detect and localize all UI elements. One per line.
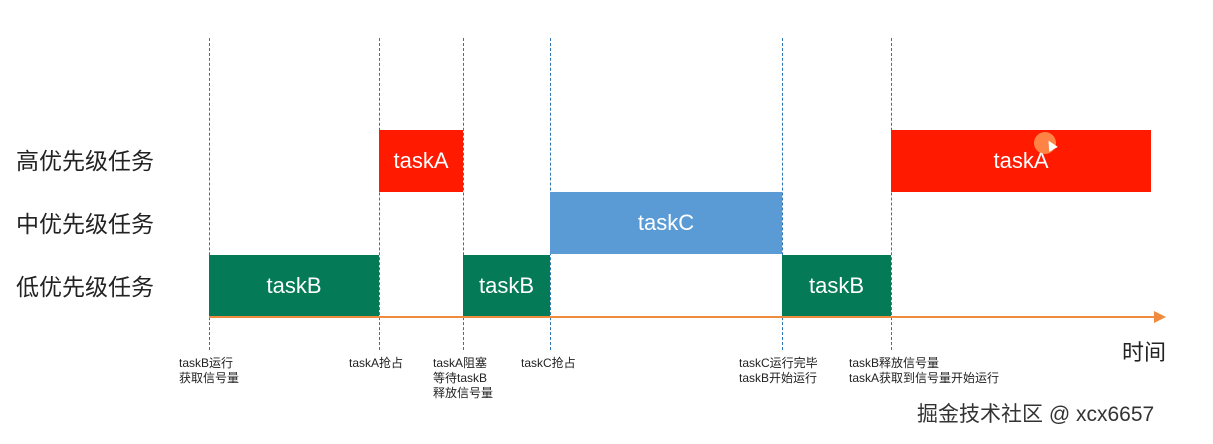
time-axis-label: 时间 bbox=[1122, 340, 1167, 365]
event-annotation: taskB运行 获取信号量 bbox=[179, 356, 239, 386]
event-text: 等待taskB bbox=[433, 371, 488, 385]
task-bar-label: taskA bbox=[393, 148, 449, 173]
event-text: taskB运行 bbox=[179, 356, 234, 370]
task-bar-low-3: taskB bbox=[782, 255, 891, 317]
task-bar-low-2: taskB bbox=[463, 255, 550, 317]
task-bar-label: taskB bbox=[478, 273, 535, 298]
event-text: taskA阻塞 bbox=[433, 356, 488, 370]
time-axis-arrow-icon bbox=[1154, 311, 1166, 323]
event-guide-line bbox=[379, 38, 380, 350]
event-text: 释放信号量 bbox=[433, 386, 494, 400]
event-text: taskB开始运行 bbox=[739, 371, 818, 385]
event-guide-line bbox=[782, 38, 783, 350]
event-guide-line bbox=[463, 38, 464, 350]
event-text: taskC抢占 bbox=[521, 356, 576, 370]
event-text: taskA抢占 bbox=[349, 356, 404, 370]
event-annotation: taskA阻塞 等待taskB 释放信号量 bbox=[433, 356, 493, 401]
row-label-high-priority: 高优先级任务 bbox=[16, 148, 154, 174]
task-bar-high-2: taskA bbox=[891, 130, 1151, 192]
task-bar-label: taskC bbox=[637, 210, 695, 235]
event-annotation: taskA抢占 bbox=[349, 356, 403, 371]
event-annotation: taskC运行完毕 taskB开始运行 bbox=[739, 356, 818, 386]
row-label-mid-priority: 中优先级任务 bbox=[16, 211, 154, 237]
event-annotation: taskB释放信号量 taskA获取到信号量开始运行 bbox=[849, 356, 999, 386]
time-axis bbox=[209, 316, 1158, 318]
event-text: 获取信号量 bbox=[179, 371, 240, 385]
task-bar-low-1: taskB bbox=[209, 255, 379, 317]
task-bar-label: taskB bbox=[266, 273, 322, 298]
event-guide-line bbox=[209, 38, 210, 350]
task-bar-mid-1: taskC bbox=[550, 192, 782, 254]
task-bar-label: taskB bbox=[808, 273, 865, 298]
cursor-highlight-icon bbox=[1034, 132, 1056, 154]
row-label-low-priority: 低优先级任务 bbox=[16, 274, 154, 300]
event-text: taskC运行完毕 bbox=[739, 356, 818, 370]
event-guide-line bbox=[891, 38, 892, 350]
event-text: taskB释放信号量 bbox=[849, 356, 940, 370]
event-text: taskA获取到信号量开始运行 bbox=[849, 371, 1000, 385]
task-bar-high-1: taskA bbox=[379, 130, 463, 192]
event-annotation: taskC抢占 bbox=[521, 356, 576, 371]
watermark: 掘金技术社区 @ xcx6657 bbox=[917, 403, 1155, 426]
